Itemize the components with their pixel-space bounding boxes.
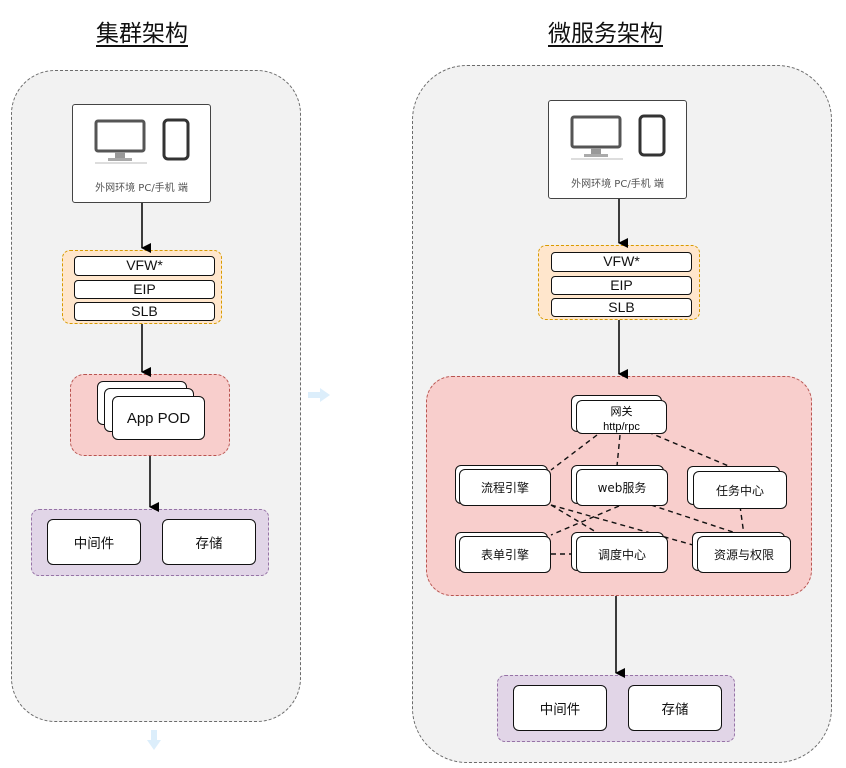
web-service[interactable]: web服务 (576, 469, 668, 506)
link-gateway-workflow (550, 434, 598, 471)
cluster-app-group: App POD (70, 374, 230, 456)
link-web-form (550, 505, 620, 536)
network-layer-slb[interactable]: SLB (551, 298, 692, 317)
microservice-storage[interactable]: 存储 (628, 685, 722, 731)
gateway-protocol: http/rpc (603, 421, 640, 433)
microservice-network-group: VFW* EIP SLB (538, 245, 700, 320)
task-center-label: 任务中心 (715, 483, 764, 498)
workflow-engine-label: 流程引擎 (480, 481, 529, 495)
cluster-client-box: 外网环境 PC/手机 端 (72, 104, 211, 203)
network-layer-slb[interactable]: SLB (74, 302, 215, 321)
form-engine-label: 表单引擎 (480, 548, 529, 562)
cluster-storage[interactable]: 存储 (162, 519, 256, 565)
workflow-engine[interactable]: 流程引擎 (459, 469, 551, 506)
form-engine[interactable]: 表单引擎 (459, 536, 551, 573)
link-web-resource (650, 504, 743, 536)
scheduler-center[interactable]: 调度中心 (576, 536, 668, 573)
resource-permission[interactable]: 资源与权限 (697, 536, 791, 573)
mobile-phone-icon (638, 114, 666, 157)
app-pod[interactable]: App POD (112, 396, 205, 440)
microservice-middleware[interactable]: 中间件 (513, 685, 607, 731)
gateway-name: 网关 (610, 405, 633, 418)
microservice-storage-group: 中间件 存储 (497, 675, 735, 742)
microservice-title: 微服务架构 (548, 21, 663, 47)
cluster-title: 集群架构 (96, 21, 188, 47)
desktop-monitor-icon (570, 115, 623, 160)
link-task-resource (739, 505, 745, 536)
storage-label: 存储 (195, 536, 223, 552)
hint-arrow-down-icon (147, 730, 161, 750)
network-layer-eip[interactable]: EIP (74, 280, 215, 299)
middleware-label: 中间件 (73, 536, 115, 552)
link-gateway-task (647, 431, 739, 471)
hint-arrow-right-icon (308, 388, 330, 402)
app-pod-label: App POD (126, 409, 191, 427)
network-layer-vfw[interactable]: VFW* (551, 252, 692, 272)
cluster-network-group: VFW* EIP SLB (62, 250, 222, 324)
network-layer-eip[interactable]: EIP (551, 276, 692, 295)
client-label: 外网环境 PC/手机 端 (95, 183, 188, 194)
mobile-phone-icon (162, 118, 190, 161)
gateway[interactable]: 网关 http/rpc (576, 400, 667, 434)
resource-permission-label: 资源与权限 (713, 548, 774, 562)
client-label: 外网环境 PC/手机 端 (571, 179, 664, 190)
cluster-middleware[interactable]: 中间件 (47, 519, 141, 565)
desktop-monitor-icon (94, 119, 147, 164)
link-workflow-resource (550, 504, 694, 546)
network-layer-vfw[interactable]: VFW* (74, 256, 215, 276)
task-center[interactable]: 任务中心 (693, 471, 787, 509)
cluster-storage-group: 中间件 存储 (31, 509, 269, 576)
microservice-client-box: 外网环境 PC/手机 端 (548, 100, 687, 199)
scheduler-center-label: 调度中心 (597, 548, 646, 562)
link-workflow-scheduler (550, 504, 602, 536)
storage-label: 存储 (661, 702, 689, 718)
web-service-label: web服务 (597, 481, 647, 495)
middleware-label: 中间件 (539, 702, 581, 718)
